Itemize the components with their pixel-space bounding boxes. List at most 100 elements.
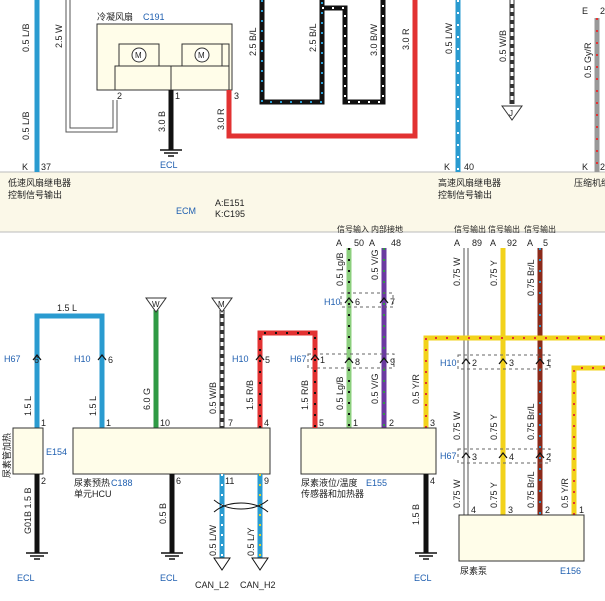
wire-label-3-0b: 3.0 B [157,111,167,132]
fan-pin-2: 2 [117,91,122,101]
fan-box [96,23,233,91]
pin-h10-6: 6 [108,355,113,365]
fan-pin-3: 3 [234,91,239,101]
pin-e156-3: 3 [508,505,513,515]
sig-input-label: 信号输入 [337,224,369,234]
wire-yr-dots [425,337,605,428]
e155-code: E155 [366,478,387,488]
pin-c188-11: 11 [225,476,234,486]
c188-code: C188 [111,478,133,488]
wire-top-2-5bl-a-dots [261,0,323,103]
junction-w-letter: W [152,300,160,309]
can-twist [213,499,269,513]
wire-label-3-0bw: 3.0 B/W [369,23,379,56]
pin-e154-1: 1 [41,418,46,428]
pin-c188-6: 6 [176,476,181,486]
pin-5: 5 [543,238,548,248]
ground-icon [160,149,182,157]
motor-2-icon [194,47,210,63]
pin-e155-5: 5 [319,418,324,428]
wire-label-15l-a: 1.5 L [23,396,33,416]
wire-yr-2 [571,365,605,515]
h67-right: H67 [440,451,457,461]
pin-label-k-right: K [582,162,588,172]
wire-15rb-dots [259,332,316,428]
c188-name-2: 单元HCU [74,488,112,499]
wire-label-g01b: G01B 1.5 B [23,487,33,534]
can-l-arrow [213,557,231,571]
h67-conn-frame-right [457,448,551,464]
pin-h10-3: 3 [509,358,514,368]
pin-e155-4: 4 [430,476,435,486]
pin-h67-8: 8 [355,357,360,367]
wire-label-lw: 0.5 L/W [444,22,454,54]
sig-out-label-1: 信号输出 [454,224,486,234]
pin-h67-6: 6 [34,355,39,365]
sig-out-label-3: 信号输出 [524,224,556,234]
wire-label-3-0r-left: 3.0 R [216,108,226,130]
h10-mid: H10 [232,354,249,364]
fan-title: 冷凝风扇 [97,11,133,22]
pin-a-89: A [454,238,460,248]
h10-left: H10 [74,354,91,364]
ground-label-3: ECL [414,573,432,583]
wire-label-vg-top: 0.5 V/G [370,249,380,280]
h10-sensor: H10 [324,297,341,307]
pin-h67-2: 2 [546,452,551,462]
ecm-band [0,172,605,232]
wire-label-075brl-c: 0.75 Br/L [526,471,536,508]
pin-h67-9: 9 [390,357,395,367]
fan-code: C191 [143,12,165,22]
wire-label-can-h: 0.5 L/Y [246,527,256,556]
wire-label-6g: 6.0 G [142,388,152,410]
wire-label-lb-mid: 0.5 L/B [21,111,31,140]
pin-40: 40 [464,162,474,172]
h10-conn-frame-right [457,354,551,370]
wire-label-075brl-a: 0.75 Br/L [526,259,536,296]
wire-label-2-5w: 2.5 W [54,24,64,48]
can-h-arrow [251,557,269,571]
pin-e154-2: 2 [41,476,46,486]
pin-h67-3: 3 [472,452,477,462]
wire-label-15l-top: 1.5 L [57,303,77,313]
wire-label-15rb-a: 1.5 R/B [245,380,255,410]
pin-e155-1: 1 [353,418,358,428]
can-l2-label: CAN_L2 [195,580,229,590]
wire-label-yr-b: 0.5 Y/R [560,478,570,508]
pin-h67-1: 1 [320,355,325,365]
wire-15l [34,313,105,428]
wire-label-075brl-b: 0.75 Br/L [526,403,536,440]
wire-label-can-l: 0.5 L/W [208,524,218,556]
pin-h10-5: 5 [265,355,270,365]
wire-label-wb-top: 0.5 W/B [498,30,508,62]
wire-label-lgb-bot: 0.5 Lg/B [335,376,345,410]
pin-37: 37 [41,162,51,172]
h67-left: H67 [4,354,21,364]
e154-code: E154 [46,447,67,457]
pin-label-k-mid: K [444,162,450,172]
wire-top-3-0r [226,0,418,139]
ecm-conn-a: A:E151 [215,198,245,208]
wire-top-3-0bw [322,0,386,105]
motor-1-letter: M [135,51,142,60]
junction-j: J [509,109,513,118]
pin-2-right: 2 [600,6,605,16]
junction-w-icon [145,297,167,313]
wire-label-075w-b: 0.75 W [452,411,462,440]
ground-label-top: ECL [160,160,178,170]
pin-c188-4: 4 [264,418,269,428]
junction-m-letter: M [218,300,225,309]
ground-icon-3 [415,552,437,560]
e155-name-2: 传感器和加热器 [301,488,364,499]
wire-label-075w-a: 0.75 W [452,257,462,286]
ecm-label: ECM [176,206,196,216]
can-h2-label: CAN_H2 [240,580,276,590]
fan-internal-wire [114,65,229,90]
pin-e156-4: 4 [471,505,476,515]
junction-j-icon [501,105,523,121]
ecm-mid-func-2: 控制信号输出 [438,189,492,200]
e154-name: 尿素管加热 [1,433,12,478]
pin-e155-2: 2 [389,418,394,428]
pin-48: 48 [391,238,401,248]
